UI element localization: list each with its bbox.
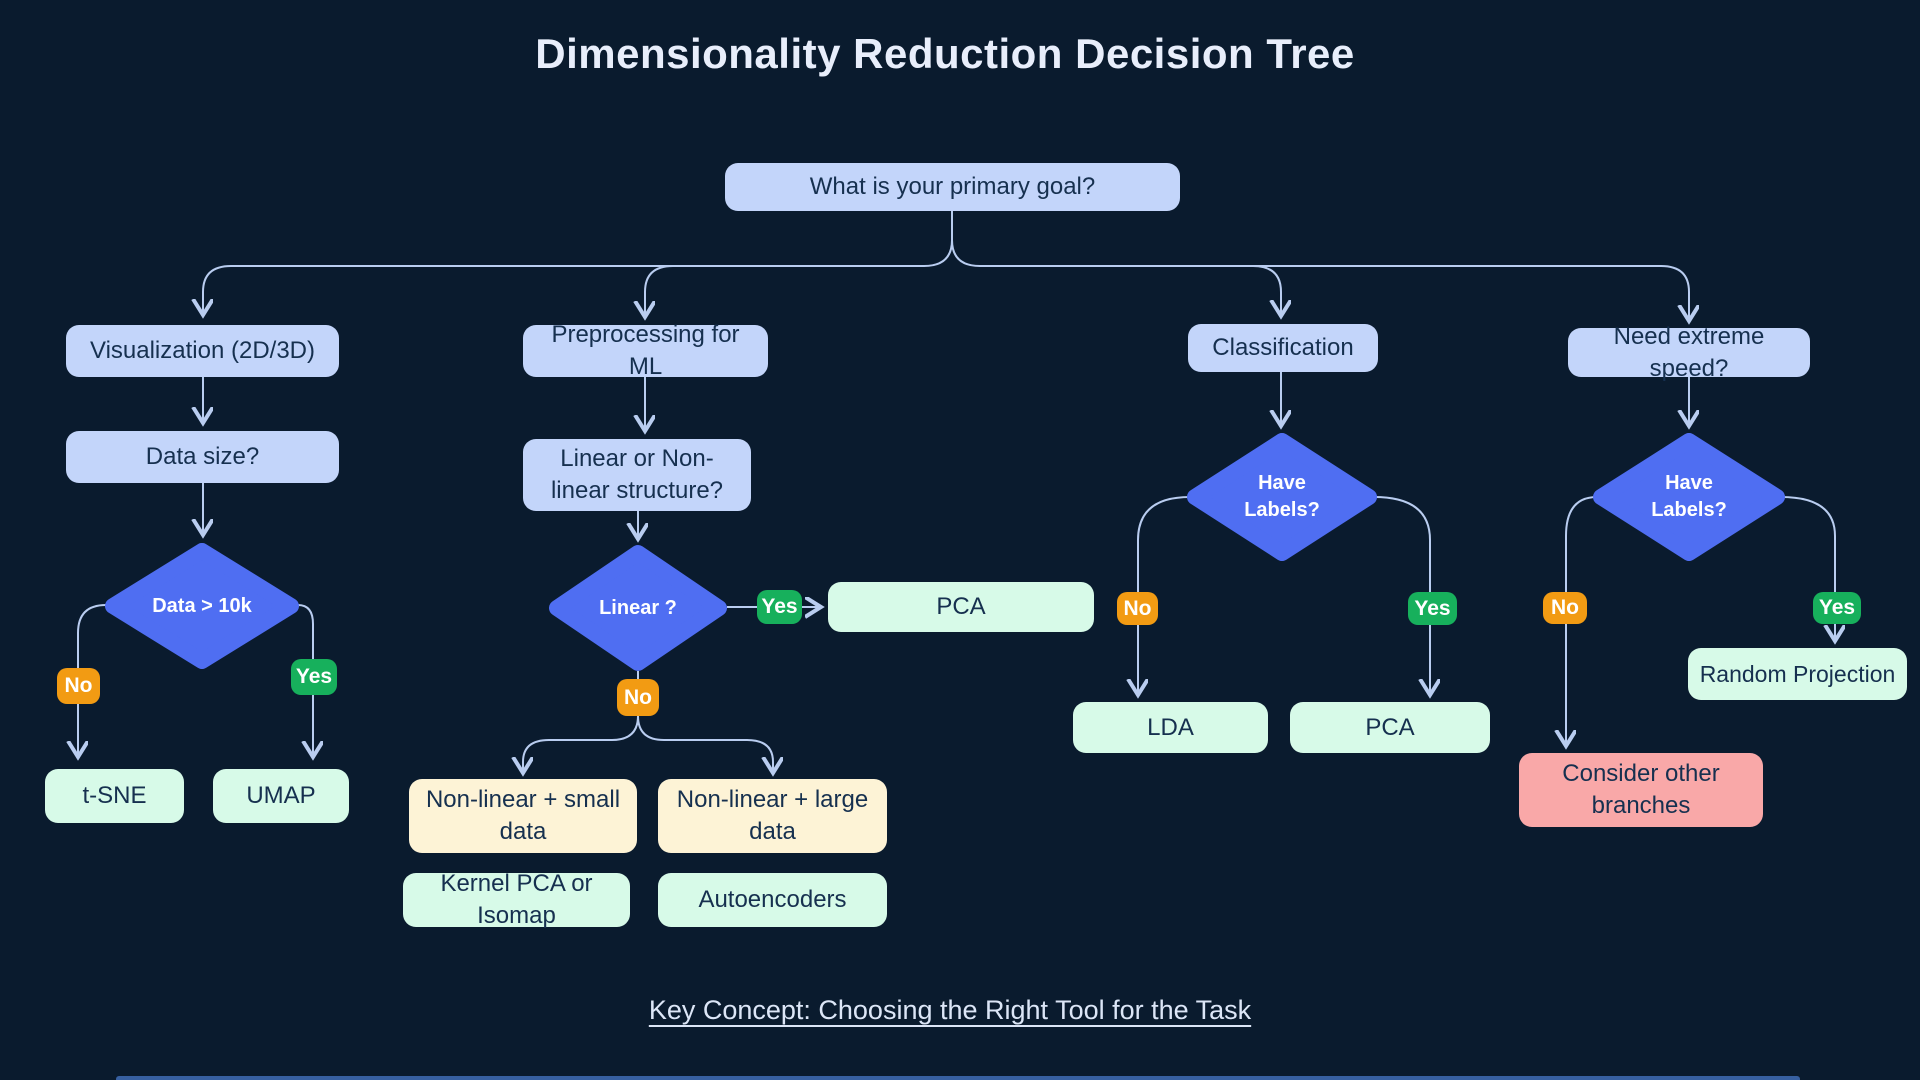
badge-no-linear: No [617,679,659,716]
node-preprocessing: Preprocessing for ML [523,321,768,380]
node-random-projection: Random Projection [1688,648,1907,700]
diamond-shape [1187,433,1377,561]
badge-no-labels-classification: No [1117,592,1158,625]
key-concept-caption: Key Concept: Choosing the Right Tool for… [648,995,1252,1025]
badge-yes-linear: Yes [757,590,802,624]
badge-yes-labels-speed: Yes [1813,592,1861,624]
node-primary-goal: What is your primary goal? [725,163,1180,211]
diamond-data-gt-10k: Data > 10k [105,543,299,669]
connector-no-split-to-small-data [523,715,639,772]
node-nonlinear-large-data: Non-linear + large data [658,779,887,853]
connector-labels1-yes-to-pca [1373,496,1430,694]
diamond-shape [549,545,727,671]
node-data-size: Data size? [66,431,339,483]
node-kernel-pca-isomap: Kernel PCA or Isomap [403,870,630,929]
diamond-shape [1593,433,1785,561]
node-lda: LDA [1073,702,1268,753]
badge-yes-labels-classification: Yes [1408,592,1457,625]
diamond-have-labels-speed: Have Labels? [1593,433,1785,561]
node-tsne: t-SNE [45,769,184,823]
diamond-have-labels-speed-label: Have Labels? [1651,472,1727,521]
connector-labels2-no-to-consider [1566,496,1598,745]
connector-rail-to-classification [1100,265,1281,315]
node-visualization: Visualization (2D/3D) [66,325,339,377]
connector-diamond1-no-to-tsne [78,604,107,756]
connector-labels1-no-to-lda [1138,496,1191,694]
connector-rail-to-preprocessing [645,265,900,316]
node-need-speed: Need extreme speed? [1568,323,1810,382]
node-umap: UMAP [213,769,349,823]
badge-yes-data-size: Yes [291,659,337,695]
node-linear-structure: Linear or Non-linear structure? [523,439,751,511]
bottom-edge-strip [116,1076,1800,1080]
diamond-data-gt-10k-label: Data > 10k [152,594,252,617]
diamond-have-labels-classification-label: Have Labels? [1244,472,1320,521]
node-pca-classification: PCA [1290,702,1490,753]
connector-no-split-to-large-data [637,715,773,772]
badge-no-data-size: No [57,668,100,704]
node-nonlinear-small-data: Non-linear + small data [409,779,637,853]
node-classification: Classification [1188,324,1378,372]
page-title: Dimensionality Reduction Decision Tree [535,30,1355,77]
badge-no-labels-speed: No [1543,592,1587,624]
connector-labels2-yes-to-random-projection [1780,496,1835,640]
connector-diamond1-yes-to-umap [297,604,313,756]
diamond-linear-label: Linear ? [599,596,677,619]
node-pca-linear: PCA [828,582,1094,632]
connector-root-to-visualization [203,211,953,314]
diamond-have-labels-classification: Have Labels? [1187,433,1377,561]
node-consider-other-branches: Consider other branches [1519,753,1763,827]
node-autoencoders: Autoencoders [658,873,887,927]
diamond-shape [105,543,299,669]
connector-root-to-need-speed [951,211,1689,320]
diamond-linear: Linear ? [549,545,727,671]
